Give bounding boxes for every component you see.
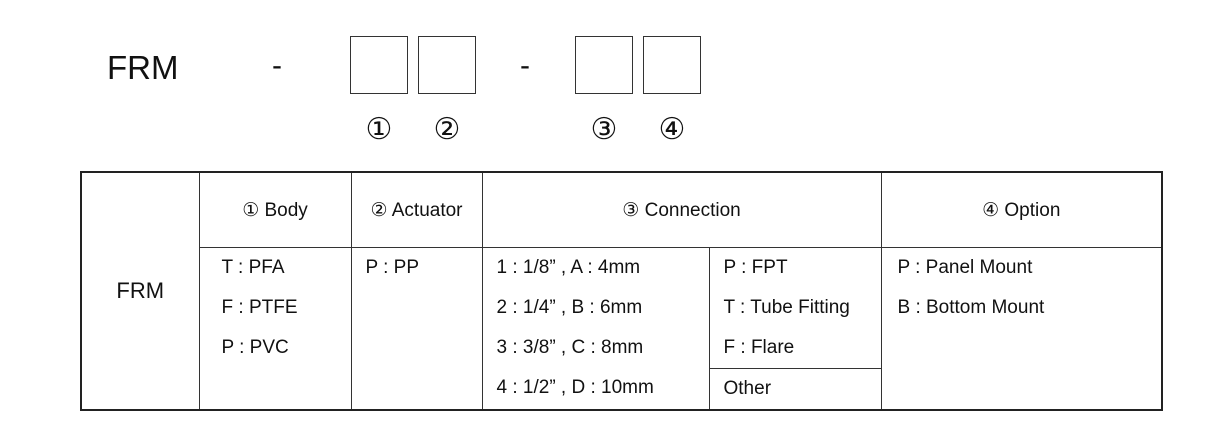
option-items-cell: P : Panel Mount B : Bottom Mount [880,247,1163,411]
header-body: ① Body [198,171,352,248]
model-cell: FRM [80,171,200,411]
header-connection: ③ Connection [481,171,882,248]
connection-type-other: Other [709,368,881,409]
connection-type: P : FPT [723,257,788,278]
box-number-2: ② [433,112,461,147]
body-options-cell: T : PFA F : PTFE P : PVC [198,247,352,411]
model-dash-2: - [520,49,530,82]
header-actuator: ② Actuator [350,171,483,248]
code-box-4 [643,36,701,94]
connection-types-cell: P : FPT T : Tube Fitting F : Flare Other [708,247,882,411]
model-prefix: FRM [107,49,179,86]
body-option: P : PVC [221,337,289,358]
actuator-options-cell: P : PP [350,247,483,411]
body-option: F : PTFE [221,297,298,318]
model-dash-1: - [272,49,282,82]
connection-size: 1 : 1/8” , A : 4mm [496,257,641,278]
box-number-1: ① [365,112,393,147]
body-option: T : PFA [221,257,285,278]
option-item: P : Panel Mount [897,257,1033,278]
code-box-3 [575,36,633,94]
connection-size: 2 : 1/4” , B : 6mm [496,297,643,318]
connection-size: 3 : 3/8” , C : 8mm [496,337,644,358]
ordering-code-table: FRM ① Body ② Actuator ③ Connection ④ Opt… [80,171,1163,411]
code-box-1 [350,36,408,94]
header-option: ④ Option [880,171,1163,248]
actuator-option: P : PP [365,257,420,278]
connection-sizes-cell: 1 : 1/8” , A : 4mm 2 : 1/4” , B : 6mm 3 … [481,247,710,411]
connection-type: T : Tube Fitting [723,297,850,318]
box-number-3: ③ [590,112,618,147]
connection-type: F : Flare [723,337,795,358]
code-box-2 [418,36,476,94]
connection-types-list: P : FPT T : Tube Fitting F : Flare Other [709,248,881,409]
connection-size: 4 : 1/2” , D : 10mm [496,377,654,398]
table-header-row: FRM ① Body ② Actuator ③ Connection ④ Opt… [80,171,1163,411]
table-content-row: T : PFA F : PTFE P : PVC P : PP 1 : 1/8”… [81,247,1163,411]
option-item: B : Bottom Mount [897,297,1045,318]
box-number-4: ④ [658,112,686,147]
